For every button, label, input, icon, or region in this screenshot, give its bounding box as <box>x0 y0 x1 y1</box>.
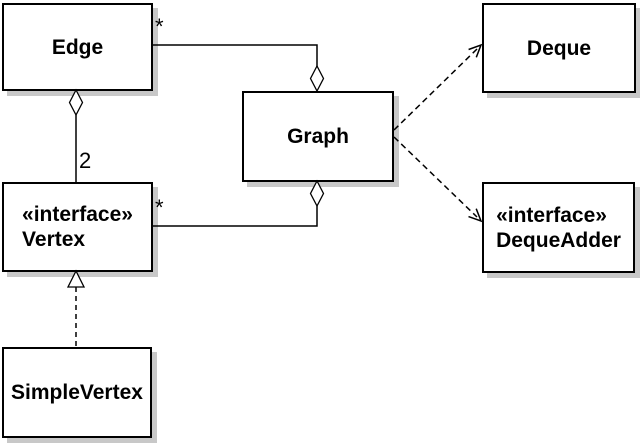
aggregation-diamond-icon <box>68 88 84 117</box>
connector-aggregation-edge-graph[interactable] <box>153 44 325 93</box>
class-box-vertex[interactable]: «interface» Vertex <box>2 182 153 272</box>
connector-aggregation-vertex-graph[interactable] <box>153 179 325 227</box>
connector-line <box>153 44 318 67</box>
dependency-arrowhead-icon <box>468 208 483 223</box>
class-name: Edge <box>51 35 104 59</box>
class-name: SimpleVertex <box>11 381 143 404</box>
multiplicity-label-edge-vertex: 2 <box>79 148 92 173</box>
dependency-arrowhead-icon <box>468 43 483 58</box>
class-name: DequeAdder <box>496 228 621 252</box>
class-box-simplevertex[interactable]: SimpleVertex <box>2 347 152 438</box>
connector-line <box>153 206 318 227</box>
realization-triangle-icon <box>66 269 86 288</box>
aggregation-diamond-icon <box>309 64 325 93</box>
connector-dependency-graph-deque[interactable] <box>393 43 483 131</box>
class-box-edge[interactable]: Edge <box>2 3 153 91</box>
multiplicity-label-vertex-graph: * <box>155 195 164 220</box>
class-name: Vertex <box>22 228 86 251</box>
class-box-dequeadder[interactable]: «interface» DequeAdder <box>482 182 635 273</box>
class-box-graph[interactable]: Graph <box>242 91 394 182</box>
class-box-deque[interactable]: Deque <box>482 3 636 93</box>
class-stereotype: «interface» <box>22 203 133 226</box>
connector-line <box>393 48 478 131</box>
class-name: Deque <box>526 36 592 60</box>
class-name: Graph <box>287 125 349 148</box>
connector-realization-simplevertex-vertex[interactable] <box>66 269 86 347</box>
class-stereotype: «interface» <box>496 203 607 227</box>
aggregation-diamond-icon <box>309 179 325 208</box>
connector-dependency-graph-dequeadder[interactable] <box>393 136 483 223</box>
multiplicity-label-edge-graph: * <box>155 14 164 39</box>
connector-line <box>393 136 478 218</box>
